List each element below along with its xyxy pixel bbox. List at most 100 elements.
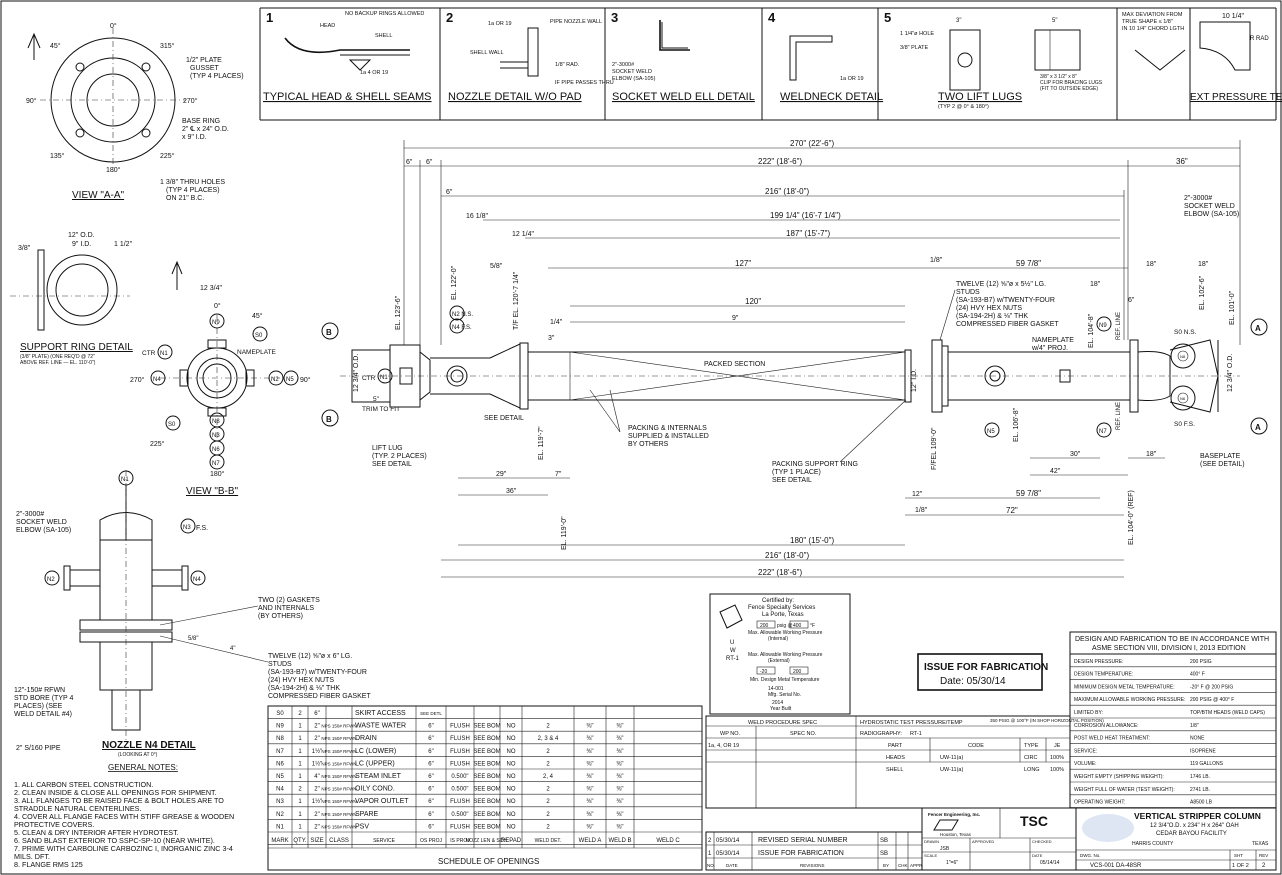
opening-column-header: OS PROJ	[420, 838, 442, 844]
rev-cell: REVISED SERIAL NUMBER	[758, 837, 848, 844]
dim-label: 1/4"	[550, 319, 563, 326]
dim-label: 6"	[1128, 297, 1135, 304]
support-ring-note: 1 1/2"	[114, 241, 133, 248]
opening-cell: NO	[507, 761, 516, 767]
detail-6-title: EXT PRESSURE TEMPLATE	[1190, 92, 1282, 103]
dim-label: 7"	[555, 471, 562, 478]
opening-cell: SEE DETL	[420, 711, 442, 716]
opening-cell: 6"	[428, 787, 433, 793]
nozzle-tag: S0	[255, 333, 263, 339]
vessel-label: N2 N.S.	[452, 312, 473, 318]
vessel-label: S0 N.S.	[1174, 329, 1197, 336]
design-data-table: DESIGN AND FABRICATION TO BE IN ACCORDAN…	[1069, 631, 1277, 809]
design-label: MAXIMUM ALLOWABLE WORKING PRESSURE:	[1074, 697, 1186, 703]
general-note: 8. FLANGE RMS 125	[14, 860, 83, 869]
opening-cell: FLUSH	[450, 824, 470, 830]
callout-text: COMPRESSED FIBER GASKET	[956, 321, 1059, 328]
detail-2-title: NOZZLE DETAIL W/O PAD	[448, 91, 582, 103]
stamp-text: U	[730, 640, 734, 646]
detail-5-note: (FIT TO OUTSIDE EDGE)	[1040, 86, 1098, 92]
dim-label: 1/8"	[930, 257, 943, 264]
elevation-label: EL. 104'-8"	[1088, 313, 1095, 348]
company-name: Fencer Engineering, Inc.	[928, 812, 980, 817]
drawing-subtitle: 12 3/4"O.D. x 234" H x 264" OAH	[1150, 823, 1239, 829]
vessel-label: REF. LINE	[1116, 402, 1122, 430]
dim-label: 180" (15'-0")	[790, 536, 834, 545]
detail-3-note: ELBOW (SA-105)	[612, 76, 656, 82]
stamp-text: Max. Allowable Working Pressure	[748, 630, 823, 636]
nozzle-tag: N4	[153, 377, 161, 383]
opening-cell: ⅜"	[586, 724, 593, 730]
company-location: Houston, Texas	[940, 832, 972, 837]
hydro-col: CODE	[968, 743, 984, 749]
issue-title: ISSUE FOR FABRICATION	[924, 662, 1048, 673]
opening-cell: 6"	[428, 724, 433, 730]
opening-cell: NO	[507, 812, 516, 818]
opening-cell: SEE BOM	[473, 812, 500, 818]
view-bb: 12 3/4" 0° 45° 90° 270° 180° 225° CTR NA…	[130, 260, 311, 497]
stamp-text: Certified by:	[762, 598, 794, 604]
opening-cell: VAPOR OUTLET	[355, 798, 409, 805]
dim-label: 222" (18'-6")	[758, 568, 802, 577]
hydro-cell: LONG	[1024, 767, 1040, 773]
section-marker: A	[1255, 423, 1261, 432]
n4-note: (SA-193-B7) w/TWENTY-FOUR	[268, 669, 367, 676]
opening-cell: NPS 150# RFWN	[321, 736, 356, 741]
general-notes: GENERAL NOTES: 1. ALL CARBON STEEL CONST…	[14, 763, 234, 869]
issue-box: ISSUE FOR FABRICATION Date: 05/30/14	[917, 653, 1048, 691]
callout-text: (SA-194-2H) & ⅛" THK	[956, 313, 1028, 320]
n4-note: PLACES) (SEE	[14, 703, 63, 710]
rev-col: DATE	[726, 863, 738, 868]
detail-2-note: PIPE NOZZLE WALL	[550, 19, 602, 25]
opening-cell: NPS 150# RFWN	[321, 812, 356, 817]
opening-cell: ⅜"	[616, 824, 623, 830]
vessel-label: N4 F.S.	[452, 325, 472, 331]
hydro-cell: HEADS	[886, 755, 905, 761]
opening-cell: 4"	[314, 774, 319, 780]
n4-note: N2	[47, 577, 55, 583]
opening-cell: 2	[546, 824, 550, 830]
opening-cell: DRAIN	[355, 735, 377, 742]
opening-cell: ⅜"	[616, 749, 623, 755]
view-aa-note: GUSSET	[190, 65, 220, 72]
detail-5-note: CLIP FOR BRACING LUGS	[1040, 80, 1103, 86]
design-value: 200 PSIG	[1190, 659, 1212, 665]
hydro-value: 350 PSIG @ 100°F (IN SHOP HORIZONTAL POS…	[990, 718, 1104, 723]
callout-text: BY OTHERS	[628, 441, 669, 448]
view-bb-label: NAMEPLATE	[237, 349, 277, 356]
opening-cell: 2"	[314, 724, 319, 730]
issue-date: Date: 05/30/14	[940, 676, 1006, 687]
n4-note: SOCKET WELD	[16, 519, 67, 526]
nozzle-n4-detail: N1 N3 F.S. N2 N4 2"-3000# SOCKET WELD EL…	[14, 470, 371, 758]
detail-5-note: 5"	[1052, 18, 1057, 24]
opening-cell: N3	[276, 799, 284, 805]
detail-2-number: 2	[446, 10, 453, 25]
nozzle-n4-title: NOZZLE N4 DETAIL	[102, 740, 196, 751]
dim-label: 72"	[1006, 506, 1018, 515]
detail-2-note: 1/8" RAD.	[555, 62, 580, 68]
radiography-value: RT-1	[910, 731, 922, 737]
opening-cell: NPS 150# RFWN	[321, 787, 356, 792]
openings-title: SCHEDULE OF OPENINGS	[438, 857, 539, 866]
n4-note: 2" S/160 PIPE	[16, 745, 61, 752]
nozzle-tag: N1	[160, 351, 168, 357]
detail-1-note: 1a 4 OR 19	[360, 70, 388, 76]
tb-value: 05/14/14	[1040, 860, 1060, 866]
hydro-cell: 100%	[1050, 755, 1064, 761]
n4-note: 2"-3000#	[16, 511, 44, 518]
opening-cell: NO	[507, 736, 516, 742]
opening-cell: ⅜"	[586, 749, 593, 755]
opening-cell: SKIRT ACCESS	[355, 710, 406, 717]
nozzle-tag-group: N1 N9 S0 N4 N2 N5 N8 N3 N6 N7 S0	[150, 313, 299, 470]
vessel-label: REF. LINE	[1116, 312, 1122, 340]
nozzle-tag: N8	[212, 419, 220, 425]
opening-cell: 1½"	[312, 760, 322, 767]
callout-text: BASEPLATE	[1200, 453, 1241, 460]
stamp-text: Year Built	[770, 706, 792, 712]
stamp-text: psig @	[777, 623, 793, 629]
n4-note: STUDS	[268, 661, 292, 668]
n4-note: (SA-194-2H) & ⅛" THK	[268, 685, 340, 692]
hydro-col: TYPE	[1024, 743, 1039, 749]
elevation-label: EL. 102'-6"	[1199, 275, 1206, 310]
